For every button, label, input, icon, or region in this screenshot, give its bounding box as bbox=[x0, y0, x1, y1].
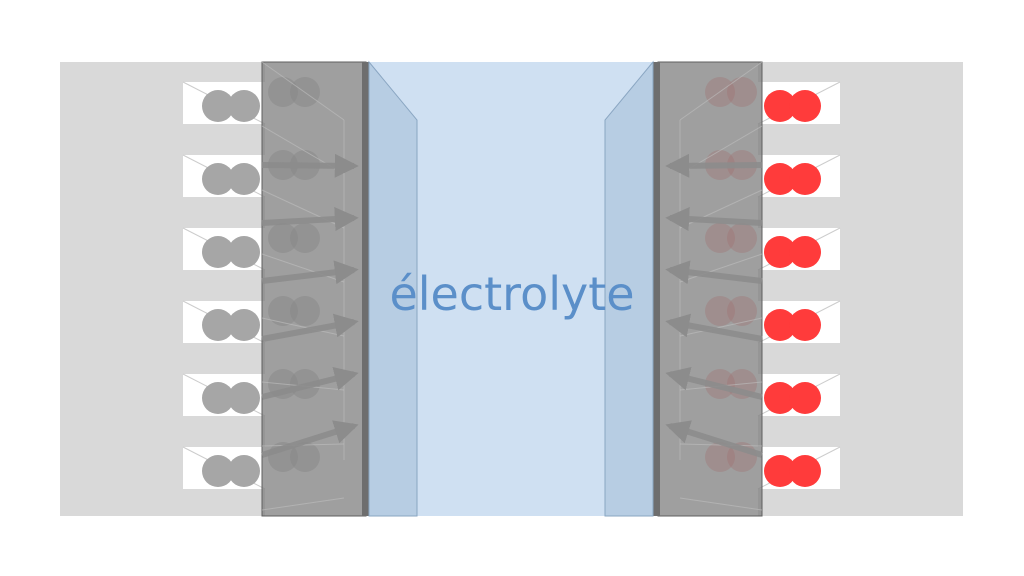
left-arrow bbox=[261, 207, 359, 232]
left-particle bbox=[228, 309, 260, 341]
left-particle bbox=[228, 163, 260, 195]
right-persp-line bbox=[679, 497, 763, 511]
left-arrow bbox=[261, 260, 359, 285]
right-particle bbox=[789, 90, 821, 122]
right-arrow bbox=[665, 313, 763, 342]
right-particle bbox=[789, 236, 821, 268]
right-particle bbox=[789, 455, 821, 487]
left-arrow bbox=[261, 420, 359, 458]
left-persp-line bbox=[261, 61, 345, 121]
left-arrow bbox=[261, 367, 359, 400]
left-particle bbox=[202, 382, 234, 414]
right-particle bbox=[789, 163, 821, 195]
right-current-collector bbox=[758, 62, 963, 516]
right-particle bbox=[764, 382, 796, 414]
left-particle bbox=[202, 163, 234, 195]
left-electrode-bar bbox=[362, 62, 369, 516]
left-particle bbox=[228, 382, 260, 414]
right-arrow bbox=[665, 207, 763, 232]
right-particle bbox=[789, 309, 821, 341]
left-arrows bbox=[261, 153, 359, 458]
right-arrows bbox=[665, 153, 763, 458]
left-arrow bbox=[261, 153, 359, 178]
left-particle bbox=[228, 236, 260, 268]
left-particle bbox=[202, 90, 234, 122]
right-persp-line bbox=[679, 61, 763, 121]
right-persp-line bbox=[679, 317, 763, 337]
left-interface-facet bbox=[368, 60, 418, 517]
electrolyte-label: électrolyte bbox=[389, 267, 634, 321]
left-current-collector bbox=[60, 62, 265, 516]
electrolyte-region bbox=[362, 62, 658, 516]
left-persp-line bbox=[261, 497, 345, 511]
right-particle bbox=[764, 163, 796, 195]
right-persp-line bbox=[679, 253, 763, 283]
left-particle bbox=[202, 455, 234, 487]
right-particle bbox=[764, 455, 796, 487]
left-persp-line bbox=[261, 317, 345, 337]
left-particle bbox=[228, 455, 260, 487]
right-particle bbox=[764, 236, 796, 268]
right-arrow bbox=[665, 153, 763, 178]
left-persp-line bbox=[261, 253, 345, 283]
right-arrow bbox=[665, 260, 763, 285]
right-particle bbox=[764, 90, 796, 122]
left-particle bbox=[202, 236, 234, 268]
right-particle bbox=[764, 309, 796, 341]
right-particle bbox=[789, 382, 821, 414]
left-particle bbox=[202, 309, 234, 341]
right-arrow bbox=[665, 367, 763, 400]
left-arrow bbox=[261, 313, 359, 342]
right-arrow bbox=[665, 420, 763, 458]
right-electrode-bar bbox=[653, 62, 660, 516]
left-particle bbox=[228, 90, 260, 122]
right-interface-facet bbox=[604, 60, 654, 517]
